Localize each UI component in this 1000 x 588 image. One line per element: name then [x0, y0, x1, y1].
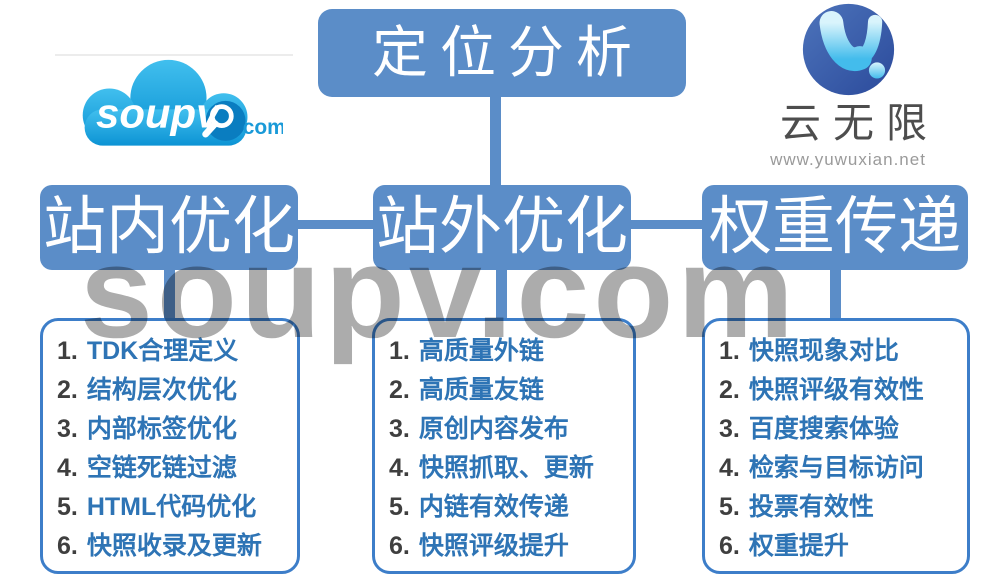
item-number: 6. — [57, 532, 78, 560]
item-number: 3. — [719, 415, 740, 443]
connector-onsite-to-list — [164, 268, 175, 320]
item-text: 百度搜索体验 — [748, 415, 899, 443]
divider-line — [55, 54, 293, 56]
onsite-item-list: 1. TDK合理定义 2. 结构层次优化 3. 内部标签优化 4. 空链死链过滤 5. H… — [43, 321, 297, 566]
item-text: 结构层次优化 — [86, 376, 237, 404]
item-text: 快照现象对比 — [748, 337, 899, 365]
list-item: 2. 结构层次优化 — [57, 371, 297, 410]
item-number: 1. — [719, 337, 740, 365]
item-number: 6. — [389, 532, 410, 560]
connector-offsite-to-weight — [628, 220, 705, 229]
branch-node-label: 权重传递 — [709, 192, 961, 262]
list-panel-onsite: 1. TDK合理定义 2. 结构层次优化 3. 内部标签优化 4. 空链死链过滤 5. H… — [40, 318, 300, 574]
item-number: 2. — [719, 376, 740, 404]
root-node-positioning-analysis: 定位分析 — [318, 9, 686, 97]
item-text: 投票有效性 — [748, 493, 874, 521]
item-text: 快照收录及更新 — [86, 532, 262, 560]
branch-node-offsite-optimization: 站外优化 — [373, 185, 631, 270]
list-item: 5. 内链有效传递 — [389, 488, 633, 527]
list-item: 5. HTML代码优化 — [57, 488, 297, 527]
item-number: 5. — [389, 493, 410, 521]
list-item: 2. 高质量友链 — [389, 371, 633, 410]
connector-root-to-offsite — [490, 96, 501, 186]
connector-offsite-to-onsite — [296, 220, 376, 229]
soupv-tld-text: com — [243, 116, 283, 139]
item-number: 1. — [389, 337, 410, 365]
item-text: 检索与目标访问 — [748, 454, 924, 482]
item-text: 高质量友链 — [418, 376, 544, 404]
branch-node-label: 站外优化 — [376, 192, 628, 262]
yunwuxian-circle-icon — [802, 3, 894, 96]
item-text: 权重提升 — [748, 532, 849, 560]
list-item: 5. 投票有效性 — [719, 488, 967, 527]
yunwuxian-url: www.yuwuxian.net — [770, 150, 926, 169]
yunwuxian-name: 云无限 — [780, 100, 939, 146]
branch-node-weight-transfer: 权重传递 — [702, 185, 968, 270]
list-item: 1. 高质量外链 — [389, 332, 633, 371]
list-item: 4. 检索与目标访问 — [719, 449, 967, 488]
offsite-item-list: 1. 高质量外链 2. 高质量友链 3. 原创内容发布 4. 快照抓取、更新 5. 内链有… — [375, 321, 633, 566]
list-panel-weight: 1. 快照现象对比 2. 快照评级有效性 3. 百度搜索体验 4. 检索与目标访问 5.… — [702, 318, 970, 574]
item-text: 内链有效传递 — [418, 493, 569, 521]
list-item: 3. 原创内容发布 — [389, 410, 633, 449]
soupv-brand-text: soupv — [96, 90, 222, 137]
item-number: 3. — [57, 415, 78, 443]
item-number: 4. — [719, 454, 740, 482]
list-item: 4. 空链死链过滤 — [57, 449, 297, 488]
connector-weight-to-list — [830, 268, 841, 320]
item-number: 1. — [57, 337, 78, 365]
root-node-label: 定位分析 — [372, 21, 644, 84]
soupv-logo: soupv com — [53, 46, 303, 156]
list-item: 6. 快照评级提升 — [389, 527, 633, 566]
item-text: 内部标签优化 — [86, 415, 237, 443]
connector-offsite-to-list — [496, 268, 507, 320]
item-number: 4. — [57, 454, 78, 482]
item-text: 高质量外链 — [418, 337, 544, 365]
weight-item-list: 1. 快照现象对比 2. 快照评级有效性 3. 百度搜索体验 4. 检索与目标访问 5.… — [705, 321, 967, 566]
item-text: 原创内容发布 — [418, 415, 569, 443]
item-text: TDK合理定义 — [86, 337, 239, 365]
soupv-cloud-icon: soupv com — [82, 59, 283, 146]
list-panel-offsite: 1. 高质量外链 2. 高质量友链 3. 原创内容发布 4. 快照抓取、更新 5. 内链有… — [372, 318, 636, 574]
item-text: HTML代码优化 — [86, 493, 257, 521]
yunwuxian-logo: 云无限 www.yuwuxian.net — [768, 0, 928, 170]
item-number: 2. — [57, 376, 78, 404]
list-item: 4. 快照抓取、更新 — [389, 449, 633, 488]
list-item: 6. 快照收录及更新 — [57, 527, 297, 566]
item-number: 4. — [389, 454, 410, 482]
item-text: 快照评级提升 — [418, 532, 569, 560]
list-item: 3. 内部标签优化 — [57, 410, 297, 449]
branch-node-onsite-optimization: 站内优化 — [40, 185, 298, 270]
item-number: 5. — [719, 493, 740, 521]
list-item: 1. 快照现象对比 — [719, 332, 967, 371]
item-number: 6. — [719, 532, 740, 560]
item-number: 3. — [389, 415, 410, 443]
item-text: 空链死链过滤 — [86, 454, 237, 482]
list-item: 2. 快照评级有效性 — [719, 371, 967, 410]
item-number: 5. — [57, 493, 78, 521]
item-text: 快照评级有效性 — [748, 376, 924, 404]
item-number: 2. — [389, 376, 410, 404]
list-item: 1. TDK合理定义 — [57, 332, 297, 371]
list-item: 3. 百度搜索体验 — [719, 410, 967, 449]
branch-node-label: 站内优化 — [43, 192, 295, 262]
list-item: 6. 权重提升 — [719, 527, 967, 566]
item-text: 快照抓取、更新 — [418, 454, 594, 482]
